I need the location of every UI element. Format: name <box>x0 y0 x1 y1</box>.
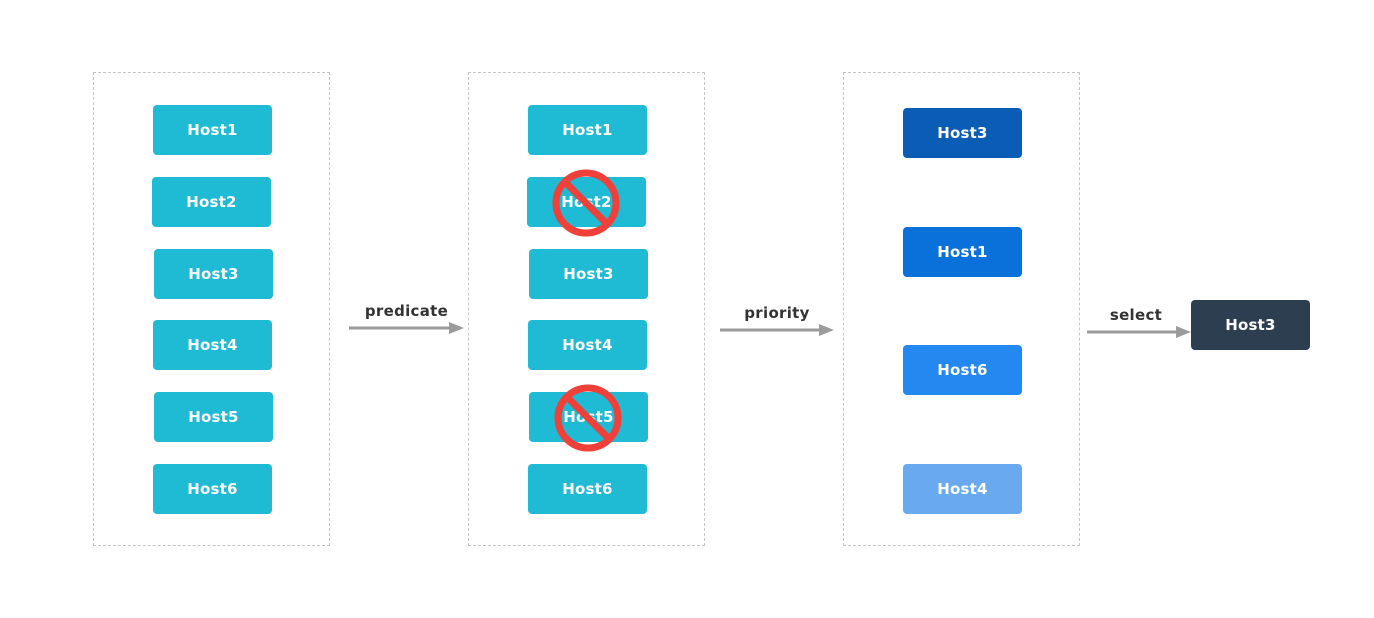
selected-host-box: Host3 <box>1191 300 1310 350</box>
host-box-all-6: Host6 <box>153 464 272 514</box>
host-box-filtered-4: Host4 <box>528 320 647 370</box>
host-box-filtered-3: Host3 <box>529 249 648 299</box>
host-box-filtered-6: Host6 <box>528 464 647 514</box>
host-box-all-1: Host1 <box>153 105 272 155</box>
predicate-label: predicate <box>364 302 449 320</box>
host-box-ranked-2: Host1 <box>903 227 1022 277</box>
priority-arrow-icon <box>720 324 834 336</box>
select-arrow-icon <box>1087 326 1191 338</box>
host-box-all-5: Host5 <box>154 392 273 442</box>
select-edge: select <box>1087 306 1191 346</box>
host-box-filtered-1: Host1 <box>528 105 647 155</box>
host-box-filtered-5: Host5 <box>529 384 648 452</box>
host-box-all-4: Host4 <box>153 320 272 370</box>
predicate-edge: predicate <box>349 302 464 342</box>
host-label: Host2 <box>561 193 612 211</box>
host-box-filtered-2: Host2 <box>527 169 646 237</box>
host-box-ranked-3: Host6 <box>903 345 1022 395</box>
host-label: Host4 <box>562 336 613 354</box>
priority-label: priority <box>744 304 810 322</box>
all-hosts-panel <box>93 72 330 546</box>
ranked-hosts-panel <box>843 72 1080 546</box>
host-box-ranked-1: Host3 <box>903 108 1022 158</box>
select-label: select <box>1109 306 1163 324</box>
host-label: Host1 <box>562 121 613 139</box>
host-box-ranked-4: Host4 <box>903 464 1022 514</box>
filtered-hosts-panel <box>468 72 705 546</box>
host-label: Host3 <box>563 265 614 283</box>
host-box-all-3: Host3 <box>154 249 273 299</box>
host-label: Host5 <box>563 408 614 426</box>
host-box-all-2: Host2 <box>152 177 271 227</box>
priority-edge: priority <box>720 304 834 344</box>
predicate-arrow-icon <box>349 322 464 334</box>
host-label: Host6 <box>562 480 613 498</box>
